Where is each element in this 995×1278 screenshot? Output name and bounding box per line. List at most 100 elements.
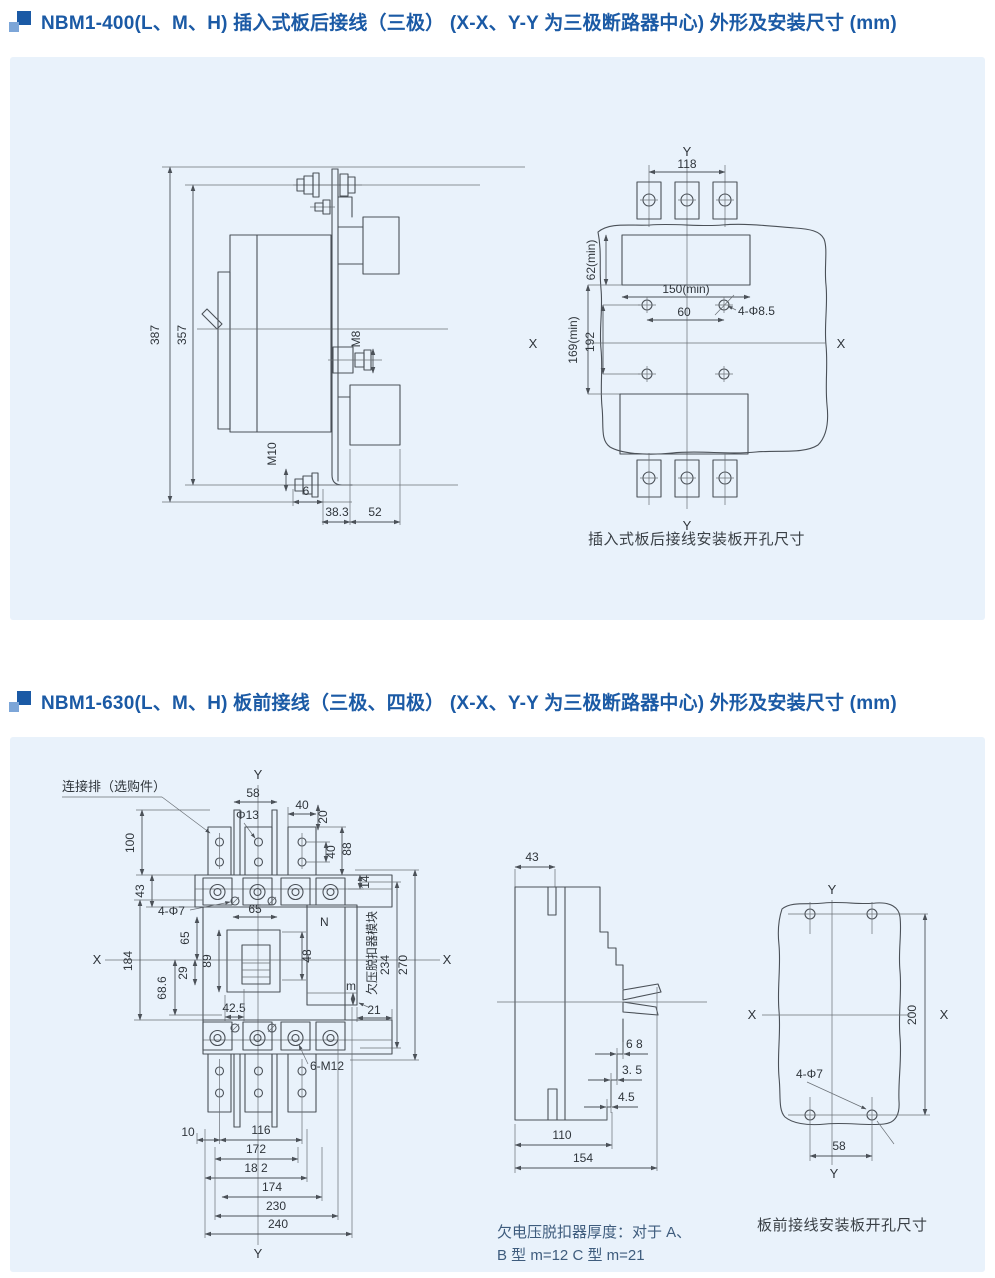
dim-43: 43 [525,850,539,864]
section1-title: NBM1-400(L、M、H) 插入式板后接线（三极） (X-X、Y-Y 为三极… [41,13,897,34]
dim-65-top: 65 [248,902,262,916]
nbm1-400-drawing: 387 357 [148,144,846,533]
m10-bolt: M10 [265,442,350,498]
dim-3-5: 3. 5 [622,1063,642,1077]
dim-100: 100 [123,833,137,853]
axis-x-left-label: X [529,336,538,351]
axis-y-bottom-label: Y [254,1246,263,1261]
dim-6-8: 6 8 [626,1037,643,1051]
axis-x-right-label: X [837,336,846,351]
dim-4-5: 4.5 [618,1090,635,1104]
undervoltage-thickness-note: 欠电压脱扣器厚度：对于 A、 B 型 m=12 C 型 m=21 [497,1221,691,1268]
dim-48: 48 [300,949,314,963]
dim-depth-plate: 38.3 [325,505,349,519]
section2-title: NBM1-630(L、M、H) 板前接线（三极、四极） (X-X、Y-Y 为三极… [41,693,897,714]
top-busbars [207,809,317,876]
side-view-drawing: 387 357 [148,166,525,525]
section2-header: NBM1-630(L、M、H) 板前接线（三极、四极） (X-X、Y-Y 为三极… [8,688,897,715]
dim-234: 234 [378,955,392,975]
axis-y-top-label: Y [683,144,692,159]
dim-m: m [346,979,356,993]
upper-plug-block [362,216,400,275]
dim-172: 172 [246,1142,266,1156]
section1-header: NBM1-400(L、M、H) 插入式板后接线（三极） (X-X、Y-Y 为三极… [8,8,897,35]
dim-holes-label: 4-Φ8.5 [738,304,775,318]
dim-cutout-height: 62(min) [584,240,598,281]
dim-68-6: 68.6 [155,976,169,1000]
axis-y-top-label: Y [828,882,837,897]
dim-65-left: 65 [178,931,192,945]
dim-58-top: 58 [246,786,260,800]
dim-42-5: 42.5 [222,1001,246,1015]
panel-nbm1-630-drawings: Y 连接排（选购件） 58 Φ13 40 20 [10,737,985,1272]
dim-6-m12: 6-M12 [310,1059,344,1073]
axis-y-bottom-label: Y [830,1166,839,1181]
dim-hole-pitch-v: 192 [583,332,597,352]
n-pole-label: N [320,915,329,929]
panel-nbm1-400-drawings: 387 357 [10,57,985,620]
plate-caption-2: 板前接线安装板开孔尺寸 [757,1217,928,1234]
mounting-plate-drawing: Y 118 [529,144,846,533]
dim-21: 21 [367,1003,381,1017]
dim-plate-height: 169(min) [566,316,580,363]
bottom-busbars [207,1053,317,1144]
busbar-option-label: 连接排（选购件） [62,779,166,794]
dim-terminal-pitch: 118 [677,157,696,171]
dim-thread-bottom: M10 [265,442,279,466]
dim-cutout-width: 150(min) [662,282,709,296]
dim-184: 184 [121,951,135,971]
dim-depth-stab: 52 [368,505,382,519]
dim-phi13: Φ13 [236,808,259,822]
plate-outline [777,901,902,1126]
dim-thread-top: M8 [349,330,363,347]
handle-blade [622,983,662,1001]
axis-x-right-label: X [443,952,452,967]
dim-58: 58 [832,1139,846,1153]
front-view-drawing: Y 连接排（选购件） 58 Φ13 40 20 [62,767,452,1261]
nbm1-630-drawing: Y 连接排（选购件） 58 Φ13 40 20 [62,767,949,1261]
note-line-1: 欠电压脱扣器厚度：对于 A、 [497,1224,692,1241]
top-terminal-bolt [293,172,362,198]
top-terminal-pads [636,181,738,220]
dim-88: 88 [340,842,354,856]
plate-caption-1: 插入式板后接线安装板开孔尺寸 [588,531,806,548]
undervoltage-module [306,904,358,1006]
dim-holes: 4-Φ7 [796,1067,823,1081]
dim-hole-pitch-h: 60 [677,305,691,319]
dim-43-left: 43 [133,884,147,898]
m8-stab: M8 [328,330,382,374]
dim-29: 29 [176,966,190,980]
dim-40-side: 40 [324,845,338,859]
dim-182: 18 2 [244,1161,268,1175]
logo-icon [8,690,32,714]
axis-x-left-label: X [748,1007,757,1022]
dim-230: 230 [266,1199,286,1213]
dim-40-top: 40 [295,798,309,812]
dim-174: 174 [262,1180,282,1194]
dim-270: 270 [396,955,410,975]
axis-y-bottom-label: Y [683,518,692,533]
side-view-drawing-630: 43 6 8 3. 5 4.5 [497,850,707,1173]
dim-154: 154 [573,1151,593,1165]
dim-116: 116 [251,1123,270,1137]
bottom-terminal-strip [202,1019,393,1055]
lower-plug-block [349,384,401,446]
plate-outline [597,223,829,455]
dim-10: 10 [181,1125,195,1139]
dim-200: 200 [905,1005,919,1025]
module-label: 欠压脱扣器模块 [364,911,379,995]
dim-110: 110 [552,1128,571,1142]
axis-x-right-label: X [940,1007,949,1022]
upper-bracket-bolt [310,199,335,215]
dim-holes-top: 4-Φ7 [158,904,185,918]
handle-blade [622,1001,659,1016]
note-line-2: B 型 m=12 C 型 m=21 [497,1247,645,1265]
axis-y-top-label: Y [254,767,263,782]
mounting-plate-drawing-630: Y X X 200 4-Φ7 [748,882,949,1181]
axis-x-left-label: X [93,952,102,967]
dim-height-total: 387 [148,325,162,345]
bottom-terminal-pads [636,453,738,505]
dim-240: 240 [268,1217,288,1231]
logo-icon [8,10,32,34]
